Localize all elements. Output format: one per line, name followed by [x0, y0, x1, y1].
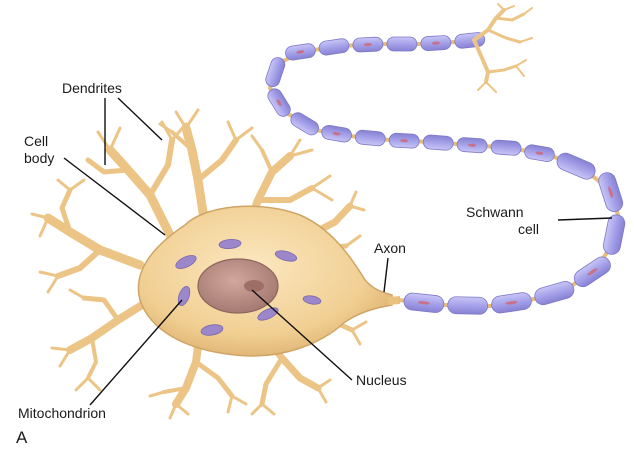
label-schwann-line2: cell: [518, 221, 539, 237]
schwann-cell: [491, 140, 522, 156]
schwann-cell: [448, 297, 488, 315]
label-dendrites: Dendrites: [62, 80, 122, 96]
schwann-cell: [288, 110, 321, 137]
label-mitochondrion: Mitochondrion: [18, 405, 106, 421]
schwann-cell: [355, 130, 386, 147]
leader-line-schwann: [558, 218, 612, 220]
schwann-cell: [554, 151, 597, 182]
schwann-cell: [318, 38, 350, 56]
label-schwann-line1: Schwann: [466, 204, 524, 220]
nucleus: [198, 259, 278, 313]
schwann-cell: [387, 37, 417, 51]
schwann-cell: [264, 56, 287, 89]
panel-letter: A: [16, 430, 27, 446]
label-cell-body-line2: body: [24, 150, 54, 166]
schwann-cell: [533, 279, 576, 306]
label-axon: Axon: [374, 240, 406, 256]
leader-line-axon: [384, 258, 388, 292]
label-cell-body-line1: Cell: [24, 133, 48, 149]
nucleolus: [244, 280, 264, 292]
schwann-cell: [602, 213, 627, 256]
axon-terminal: [474, 4, 532, 92]
schwann-cell: [423, 134, 454, 150]
leader-line-dendrites-b: [118, 98, 162, 140]
label-nucleus: Nucleus: [356, 372, 407, 388]
